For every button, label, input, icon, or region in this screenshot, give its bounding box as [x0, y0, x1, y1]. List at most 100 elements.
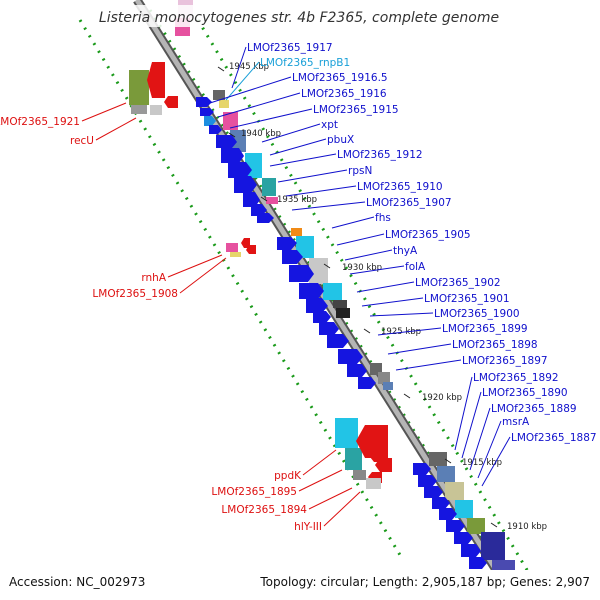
forward-gene-label[interactable]: LMOf2365_1901	[424, 293, 510, 305]
gene-arrow[interactable]	[338, 349, 363, 364]
gene-arrow[interactable]	[461, 544, 481, 557]
gene-arrow[interactable]	[469, 557, 487, 569]
forward-gene-label[interactable]: xpt	[321, 119, 338, 131]
forward-gene-label[interactable]: LMOf2365_1889	[491, 403, 577, 415]
forward-gene-label[interactable]: LMOf2365_1890	[482, 387, 568, 399]
reverse-gene-label[interactable]: LMOf2365_1895	[211, 486, 297, 498]
forward-gene-label[interactable]: msrA	[502, 416, 530, 428]
gene-block-yellow-1908[interactable]	[230, 252, 241, 257]
gene-block-pink[interactable]	[223, 112, 238, 130]
gene-arrow[interactable]	[327, 334, 349, 348]
gene-block-lightgrey[interactable]	[309, 258, 328, 284]
gene-arrow[interactable]	[439, 508, 457, 520]
gene-arrow[interactable]	[413, 463, 431, 475]
forward-gene-label[interactable]: LMOf2365_1905	[385, 229, 471, 241]
gene-block-teal-1895[interactable]	[345, 448, 362, 470]
forward-gene-label[interactable]: LMOf2365_rnpB1	[260, 57, 350, 69]
gene-block-grey-1892[interactable]	[429, 452, 447, 466]
gene-block-black[interactable]	[336, 308, 350, 318]
gene-arrow[interactable]	[306, 298, 328, 313]
gene-yellow[interactable]	[219, 100, 229, 108]
gene-arrow[interactable]	[216, 135, 237, 148]
gene-arrow[interactable]	[209, 125, 222, 134]
reverse-gene-label[interactable]: recU	[70, 135, 94, 147]
gene-block-lightgrey-recU[interactable]	[150, 105, 162, 115]
gene-grey-1917[interactable]	[213, 90, 225, 100]
gene-arrow[interactable]	[196, 97, 212, 107]
forward-gene-label[interactable]: LMOf2365_1917	[247, 42, 333, 54]
gene-arrow[interactable]	[347, 364, 367, 377]
gene-arrow-red[interactable]	[370, 451, 384, 462]
forward-gene-label[interactable]: LMOf2365_1910	[357, 181, 443, 193]
gene-block-pink2[interactable]	[266, 197, 278, 204]
reverse-gene-label[interactable]: rnhA	[141, 272, 166, 284]
gene-arrow-red[interactable]	[241, 238, 250, 248]
forward-gene-label[interactable]: rpsN	[348, 165, 372, 177]
gene-block-grey-1895[interactable]	[353, 470, 366, 480]
forward-gene-label[interactable]: LMOf2365_1887	[511, 432, 597, 444]
gene-arrow[interactable]	[319, 322, 339, 335]
gene-arrow[interactable]	[277, 237, 297, 250]
gene-block-lightgrey-hlY[interactable]	[366, 478, 381, 489]
forward-gene-label[interactable]: folA	[405, 261, 426, 273]
accession-text: Accession: NC_002973	[9, 575, 145, 589]
forward-gene-label[interactable]: LMOf2365_1916	[301, 88, 387, 100]
gene-arrow[interactable]	[299, 283, 324, 299]
forward-gene-label[interactable]: LMOf2365_1900	[434, 308, 520, 320]
gene-block-cyan2[interactable]	[296, 236, 314, 258]
gene-arrow[interactable]	[358, 377, 376, 389]
forward-gene-label[interactable]: LMOf2365_1915	[313, 104, 399, 116]
reverse-gene-label[interactable]: hlY-III	[294, 521, 322, 533]
gene-arrow[interactable]	[243, 192, 260, 207]
gene-block-olive-1921[interactable]	[129, 70, 149, 105]
forward-gene-label[interactable]: LMOf2365_1898	[452, 339, 538, 351]
gene-block-cyan3[interactable]	[323, 283, 342, 300]
reverse-gene-label[interactable]: LMOf2365_1921	[0, 116, 80, 128]
gene-block-grey-1897b[interactable]	[378, 372, 390, 384]
reverse-gene-label[interactable]: LMOf2365_1894	[221, 504, 307, 516]
forward-gene-label[interactable]: pbuX	[327, 134, 354, 146]
gene-block-steel2[interactable]	[383, 382, 393, 390]
forward-gene-label[interactable]: LMOf2365_1916.5	[292, 72, 388, 84]
gene-arrow[interactable]	[418, 475, 437, 487]
gene-arrow[interactable]	[234, 176, 257, 193]
gene-arrow[interactable]	[289, 265, 314, 282]
reverse-gene-label[interactable]: ppdK	[274, 470, 302, 482]
gene-block-navy[interactable]	[481, 532, 505, 560]
gene-block-orange[interactable]	[291, 228, 302, 236]
gene-arrow[interactable]	[204, 116, 216, 126]
gene-arrow[interactable]	[200, 108, 214, 116]
forward-gene-label[interactable]: LMOf2365_1902	[415, 277, 501, 289]
forward-gene-label[interactable]: LMOf2365_1912	[337, 149, 423, 161]
gene-block-teal[interactable]	[262, 178, 276, 196]
gene-block-darkgrey[interactable]	[333, 300, 347, 308]
forward-gene-label[interactable]: LMOf2365_1897	[462, 355, 548, 367]
gene-arrow[interactable]	[221, 148, 244, 163]
forward-gene-label[interactable]: LMOf2365_1899	[442, 323, 528, 335]
forward-gene-label[interactable]: LMOf2365_1892	[473, 372, 559, 384]
gene-arrow[interactable]	[446, 520, 465, 532]
gene-block-olive[interactable]	[467, 518, 485, 534]
gene-arrow-red[interactable]	[164, 96, 178, 108]
forward-gene-label[interactable]: LMOf2365_1907	[366, 197, 452, 209]
gene-block-cyan4[interactable]	[455, 500, 473, 518]
forward-gene-label[interactable]: fhs	[375, 212, 391, 224]
gene-block-steel3[interactable]	[437, 466, 455, 482]
gene-arrow[interactable]	[282, 250, 303, 264]
forward-gene-label[interactable]: thyA	[393, 245, 418, 257]
gene-arrow-red-ppdK[interactable]	[356, 425, 388, 458]
gene-arrow[interactable]	[424, 486, 443, 498]
gene-arrow-red[interactable]	[246, 245, 256, 254]
gene-arrow[interactable]	[228, 162, 252, 178]
gene-block-pink-rnhA[interactable]	[226, 243, 238, 252]
gene-arrow[interactable]	[454, 532, 473, 544]
gene-block-grey-1921[interactable]	[131, 105, 147, 114]
gene-arrow[interactable]	[257, 213, 274, 223]
gene-arrow[interactable]	[313, 311, 331, 323]
gene-arrow[interactable]	[432, 497, 450, 509]
gene-block-cyan-ppdK[interactable]	[335, 418, 358, 448]
gene-block-steel[interactable]	[230, 130, 246, 152]
gene-arrow-red[interactable]	[147, 62, 165, 98]
gene-block-khaki[interactable]	[445, 482, 464, 500]
reverse-gene-label[interactable]: LMOf2365_1908	[92, 288, 178, 300]
